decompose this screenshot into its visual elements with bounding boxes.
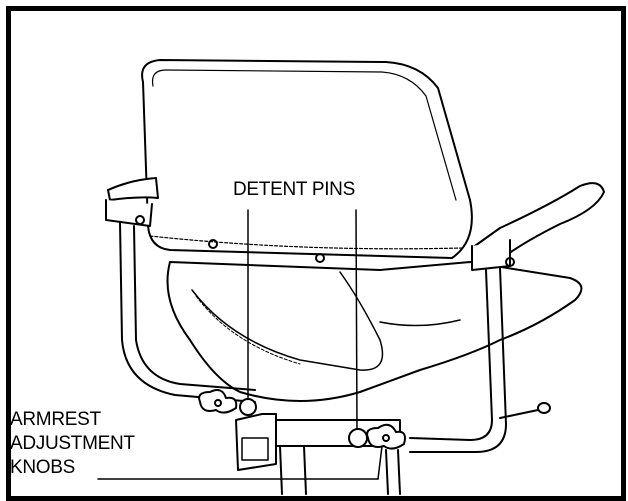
- seat-back-seam: [149, 235, 463, 250]
- left-armrest-pad: [107, 177, 159, 201]
- right-armrest-pad: [471, 182, 605, 261]
- right-armrest-screw: [505, 257, 515, 267]
- left-armrest-knob: [198, 389, 238, 414]
- rear-post-cap: [537, 402, 551, 414]
- seat-back: [141, 59, 473, 259]
- left-armrest-tube: [119, 221, 256, 403]
- left-armrest-tube-inner: [133, 225, 256, 391]
- right-armrest-bracket: [471, 239, 511, 271]
- right-armrest-tube-inner: [409, 267, 507, 453]
- armrest-knobs-line-1: ARMREST: [10, 409, 101, 430]
- knobs-leader-up: [377, 445, 383, 480]
- detent-leader-right: [355, 209, 358, 430]
- right-armrest-tube: [409, 269, 493, 441]
- cushion-side: [379, 319, 461, 327]
- seat-back-inner: [151, 69, 457, 201]
- armrest-knobs-label: ARMREST ADJUSTMENT KNOBS: [10, 408, 135, 480]
- seat-base-tube: [235, 413, 277, 471]
- seat-cushion: [166, 261, 583, 402]
- seat-base-tube-end: [241, 437, 269, 461]
- rear-post: [499, 409, 539, 419]
- seat-back-screw-left: [208, 239, 218, 249]
- left-detent-pin: [239, 398, 257, 416]
- armrest-knobs-line-3: KNOBS: [10, 457, 76, 478]
- seat-post-right: [385, 449, 401, 495]
- right-detent-pin: [348, 428, 368, 448]
- detent-pins-label: DETENT PINS: [233, 179, 355, 200]
- left-armrest-bracket: [105, 199, 153, 227]
- cushion-stitch: [195, 295, 301, 365]
- left-armrest-screw: [135, 215, 145, 225]
- seat-post: [279, 445, 307, 495]
- cushion-front: [191, 271, 384, 371]
- seat-back-screw-right: [315, 253, 325, 263]
- armrest-knobs-line-2: ADJUSTMENT: [10, 433, 135, 454]
